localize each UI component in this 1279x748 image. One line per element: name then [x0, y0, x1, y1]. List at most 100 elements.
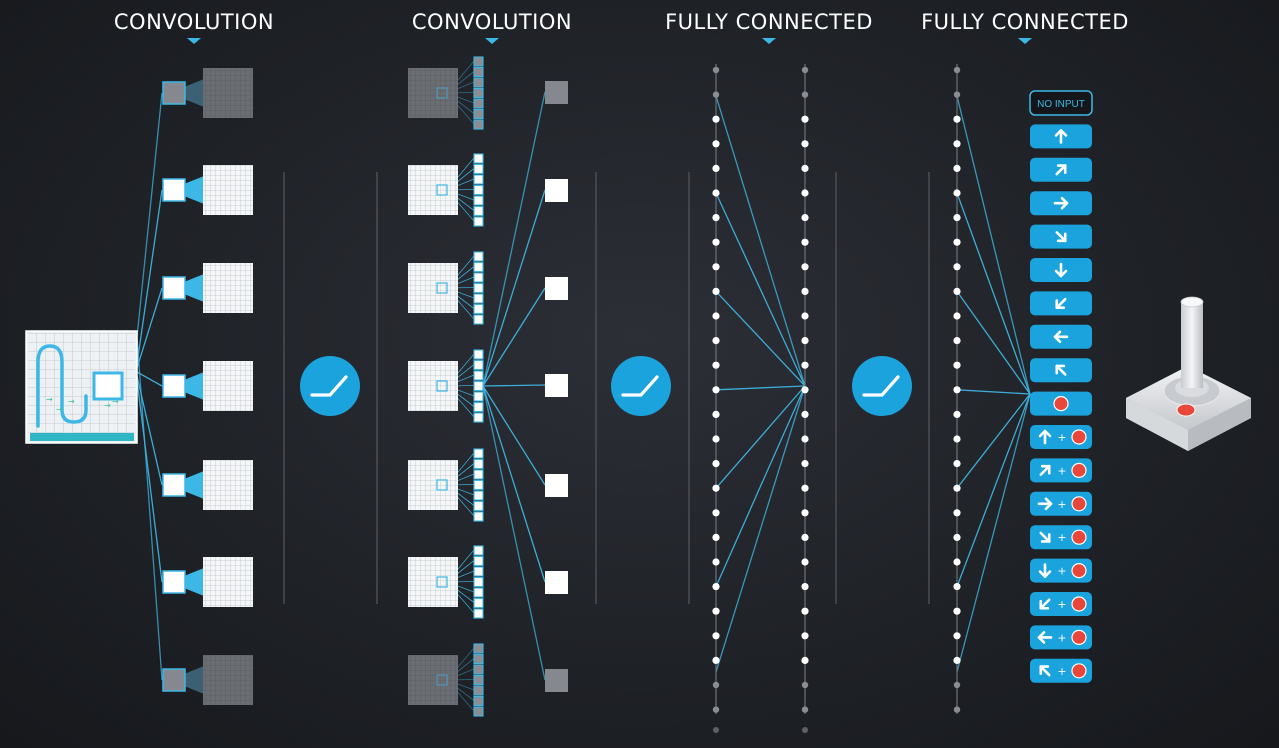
- conv-output-node: [545, 669, 568, 692]
- conv-output-node: [545, 571, 568, 594]
- plus-sign: +: [1057, 565, 1066, 578]
- neuron: [953, 410, 961, 418]
- fc-to-output-connection: [956, 393, 1031, 489]
- header-caret: [1018, 38, 1032, 44]
- filter-stack-cell: [473, 98, 484, 109]
- fire-button-icon: [1053, 396, 1069, 412]
- filter-stack-cell: [473, 314, 484, 325]
- filter-stack-cell: [473, 448, 484, 459]
- connections-layer: [136, 60, 1031, 712]
- action-button: +: [1030, 525, 1092, 550]
- fc1-to-fc2-connection: [715, 385, 806, 489]
- filter-stack-cell: [473, 56, 484, 67]
- filter-stack-cell: [473, 545, 484, 556]
- fc-to-output-connection: [956, 393, 1031, 673]
- filter-stack-cell: [473, 511, 484, 522]
- fc1-to-fc2-connection: [715, 95, 806, 387]
- fc-to-output-connection: [956, 393, 1031, 587]
- filter-stack-cell: [473, 566, 484, 577]
- input-to-filter-connection: [136, 379, 163, 583]
- receptive-field-beam: [184, 372, 204, 400]
- relu-activation-icon: [300, 356, 360, 416]
- fire-button-icon: [1071, 429, 1087, 445]
- neuron: [712, 607, 720, 615]
- arrow-right-icon: [1053, 196, 1069, 210]
- filter-stack-cell: [473, 349, 484, 360]
- filter-stack-cell: [473, 293, 484, 304]
- arrow-down-right-icon: [1039, 531, 1051, 543]
- stack-to-output-connection: [482, 189, 546, 387]
- neuron: [953, 681, 961, 689]
- neuron: [953, 337, 961, 345]
- neuron: [712, 386, 720, 394]
- fire-button-icon: [1071, 562, 1087, 579]
- filter-stack-cell: [473, 664, 484, 675]
- plus-sign: +: [1057, 665, 1066, 678]
- neuron: [712, 533, 720, 542]
- header-caret: [187, 38, 201, 44]
- filter-stack-cell: [473, 401, 484, 413]
- filter-stack-cell: [473, 674, 484, 686]
- input-to-filter-connection: [136, 287, 163, 369]
- action-button: [1030, 291, 1092, 316]
- fire-button-icon: [1071, 529, 1087, 545]
- filter-stack-cell: [473, 282, 484, 294]
- arrow-left-icon: [1053, 330, 1069, 344]
- neuron: [953, 287, 961, 295]
- neuron: [801, 509, 809, 517]
- filter-stack-cell: [473, 380, 484, 392]
- neuron: [801, 189, 809, 197]
- game-frame-input-icon: →→→→→: [25, 330, 138, 444]
- neuron: [801, 115, 809, 123]
- filter-stack-cell: [473, 119, 484, 130]
- neuron: [801, 435, 809, 443]
- neuron: [801, 681, 809, 689]
- filter-stack-cell: [473, 391, 484, 402]
- filter-stack-cell: [473, 66, 484, 78]
- header-caret: [485, 38, 499, 44]
- filter-stack-cell: [473, 216, 484, 227]
- neuron: [801, 66, 809, 74]
- filter-stack-cell: [473, 469, 484, 480]
- no-input-label: NO INPUT: [1037, 99, 1085, 110]
- neuron: [712, 361, 720, 369]
- neuron: [953, 140, 961, 148]
- conv-output-node: [545, 179, 568, 202]
- stack-to-output-connection: [482, 91, 546, 387]
- stack-to-output-connection: [482, 385, 546, 681]
- neuron: [712, 287, 720, 295]
- filter-stack-cell: [473, 87, 484, 99]
- filter-stack-cell: [473, 685, 484, 696]
- fc1-to-fc2-connection: [715, 385, 806, 587]
- neuron: [801, 533, 809, 542]
- svg-text:→: →: [56, 405, 63, 414]
- filter-stack-cell: [473, 303, 484, 315]
- filter-stack-cell: [473, 412, 484, 423]
- neuron: [953, 386, 961, 394]
- action-button: [1030, 324, 1092, 349]
- plus-sign: +: [1057, 431, 1066, 444]
- action-button: [1030, 157, 1092, 182]
- header-fully-connected-2: FULLY CONNECTED: [905, 10, 1145, 44]
- neuron: [712, 91, 720, 98]
- fire-button-icon: [1071, 496, 1087, 512]
- action-button: [1030, 124, 1092, 149]
- activations-and-io-layer: →→→→→: [25, 296, 1251, 451]
- plus-sign: +: [1057, 498, 1066, 511]
- neuron: [712, 509, 720, 517]
- plus-sign: +: [1057, 531, 1066, 544]
- neuron: [712, 214, 720, 222]
- action-button: [1030, 391, 1092, 416]
- filter-stack-cell: [473, 359, 484, 371]
- receptive-field-beam: [184, 471, 204, 499]
- filter-stack-cell: [473, 153, 484, 164]
- neuron: [712, 706, 720, 713]
- neuron: [712, 238, 720, 246]
- plus-sign: +: [1057, 631, 1066, 644]
- stack-to-output-connection: [482, 287, 546, 387]
- joystick-icon: [1126, 296, 1251, 451]
- neuron: [801, 706, 809, 713]
- arrow-up-left-icon: [1039, 665, 1051, 677]
- neuron: [953, 706, 961, 713]
- neuron: [712, 66, 720, 74]
